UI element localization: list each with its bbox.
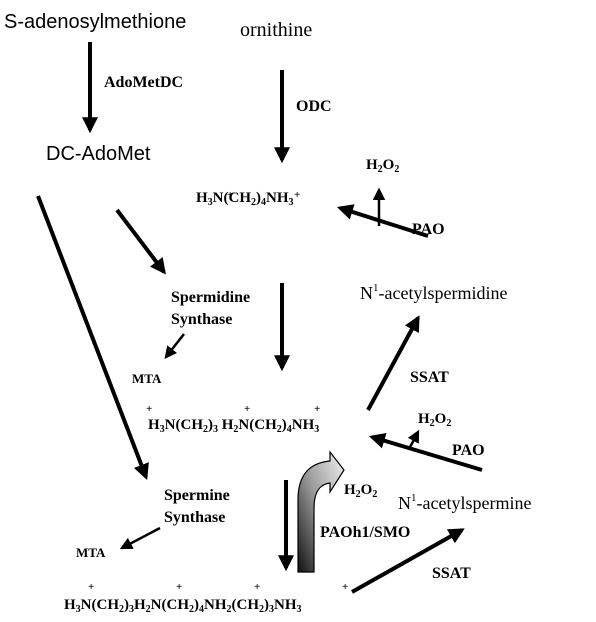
node-h2o2-top: H2O2	[366, 157, 400, 175]
arrow-ssat-spermidine-to-acetylspermidine	[366, 315, 420, 411]
node-spermine: H3N(CH2)3H2N(CH2)4NH2(CH2)3NH3	[64, 597, 302, 615]
charge-plus-spermine-4: +	[342, 581, 349, 593]
node-putrescine: H3N(CH2)4NH3	[196, 190, 294, 208]
enzyme-spermidine-synthase-line1: Spermidine	[171, 289, 251, 306]
arrow-dcadomet-to-spd-synthase	[115, 208, 166, 275]
node-n1-acetylspermidine: N1-acetylspermidine	[360, 282, 508, 303]
arrow-spd-synthase-to-mta	[164, 333, 185, 359]
node-mta-2: MTA	[76, 545, 106, 560]
enzyme-pao-bottom: PAO	[452, 442, 485, 459]
charge-plus-spermidine-3: +	[314, 403, 321, 415]
node-ornithine: ornithine	[240, 19, 313, 41]
charge-plus-spermine-2: +	[176, 581, 183, 593]
node-s-adenosylmethionine: S-adenosylmethione	[4, 11, 187, 33]
node-dc-adomet: DC-AdoMet	[46, 143, 151, 165]
enzyme-ssat-bottom: SSAT	[432, 565, 471, 582]
enzyme-spermine-synthase-line2: Synthase	[164, 509, 226, 526]
enzyme-spermine-synthase-line1: Spermine	[164, 487, 230, 504]
enzyme-paoh1-smo: PAOh1/SMO	[320, 524, 411, 541]
enzyme-ssat-top: SSAT	[410, 369, 449, 386]
charge-plus-putrescine-2: +	[294, 189, 301, 201]
enzyme-spermidine-synthase-line2: Synthase	[171, 311, 233, 328]
arrow-spm-synthase-to-mta	[119, 526, 161, 550]
charge-plus-spermidine-1: +	[146, 403, 153, 415]
node-h2o2-bottom: H2O2	[344, 482, 378, 500]
enzyme-odc: ODC	[296, 98, 332, 115]
node-mta-1: MTA	[132, 371, 162, 386]
arrow-ssat-spermine-to-acetylspermine	[351, 528, 465, 594]
node-n1-acetylspermine: N1-acetylspermine	[398, 492, 532, 513]
charge-plus-spermidine-2: +	[244, 403, 251, 415]
arrow-h2o2-middle	[407, 429, 420, 450]
arrow-paoh1-smo-curved	[297, 450, 345, 573]
enzyme-adometdc: AdoMetDC	[104, 74, 184, 91]
charge-plus-spermine-3: +	[254, 581, 261, 593]
arrow-dcadomet-to-spm-synthase	[36, 195, 149, 480]
node-h2o2-middle: H2O2	[418, 411, 452, 429]
node-spermidine: H3N(CH2)3 H2N(CH2)4NH3	[148, 417, 320, 435]
enzyme-pao-top: PAO	[412, 221, 445, 238]
charge-plus-putrescine-1: +	[227, 189, 234, 201]
arrow-pao-acetylspermidine-to-putrescine	[336, 204, 429, 238]
charge-plus-spermine-1: +	[88, 581, 95, 593]
arrow-pao-acetylspermine-to-spermidine	[368, 433, 483, 472]
